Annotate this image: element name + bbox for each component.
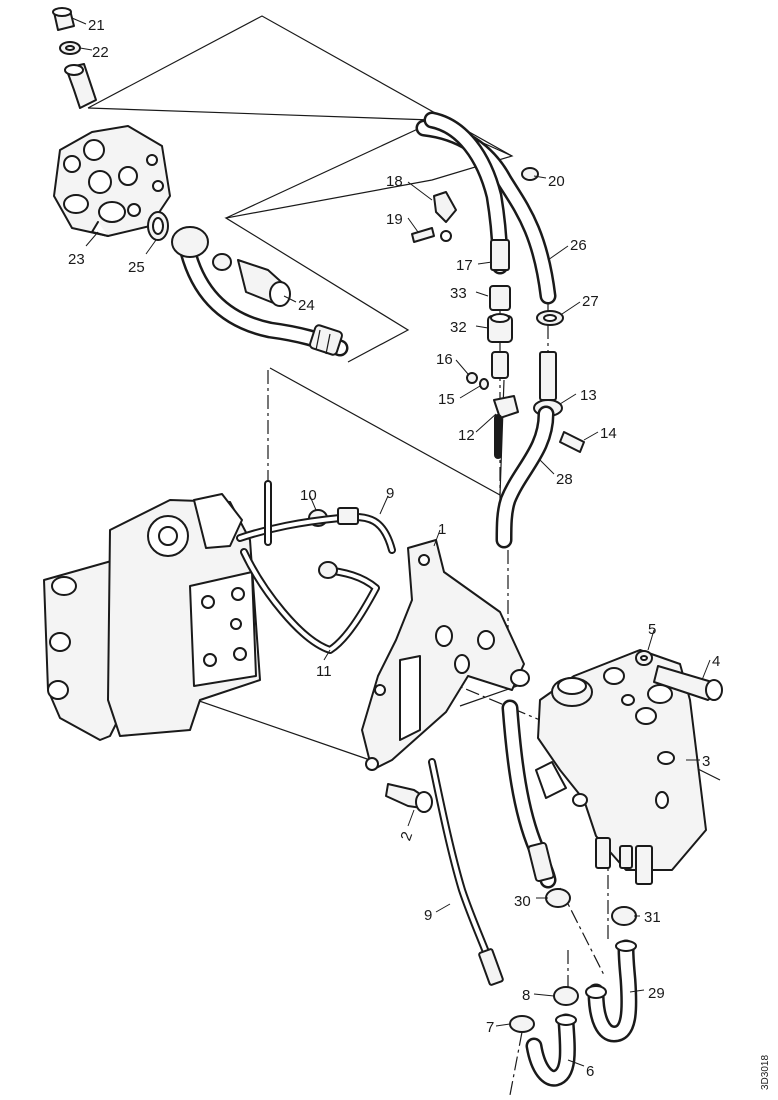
callout-7: 7 <box>486 1019 494 1036</box>
callout-15: 15 <box>438 391 455 408</box>
hose-clamp-part-8 <box>553 986 579 1006</box>
callout-25: 25 <box>128 259 145 276</box>
sleeve-fitting <box>491 351 509 379</box>
callout-1: 1 <box>438 521 446 538</box>
reference-code: 3D3018 <box>760 1055 771 1090</box>
washer-part-15 <box>479 378 489 390</box>
callout-12: 12 <box>458 427 475 444</box>
hose-clamp-part-27 <box>536 310 564 326</box>
bolt-part-2 <box>385 783 433 813</box>
callout-14: 14 <box>600 425 617 442</box>
bolt-part-4 <box>653 665 723 701</box>
nut-part-20 <box>521 167 539 181</box>
clamp-part-18 <box>433 191 457 242</box>
steering-pump-part-23 <box>53 125 171 237</box>
feed-hose <box>501 699 557 889</box>
callout-5: 5 <box>648 621 656 638</box>
callout-16: 16 <box>436 351 453 368</box>
callout-18: 18 <box>386 173 403 190</box>
callout-20: 20 <box>548 173 565 190</box>
adapter-part-33 <box>489 285 511 311</box>
bolt-part-19 <box>411 227 435 243</box>
callout-6: 6 <box>586 1063 594 1080</box>
bolt-part-14 <box>559 431 585 453</box>
bracket-part-1 <box>361 539 530 771</box>
callout-31: 31 <box>644 909 661 926</box>
callout-3: 3 <box>702 753 710 770</box>
hose-clamp-part-7 <box>509 1015 535 1033</box>
return-hose-part-28 <box>495 405 555 549</box>
callout-9-lower: 9 <box>424 907 432 924</box>
valve-housing-part-3 <box>535 649 707 885</box>
callout-29: 29 <box>648 985 665 1002</box>
callout-30: 30 <box>514 893 531 910</box>
callout-32: 32 <box>450 319 467 336</box>
washer-part-5 <box>635 650 653 666</box>
filler-cap-part-21 <box>52 7 75 31</box>
callout-leader-lines <box>71 17 711 1067</box>
fitting-part-12 <box>493 395 519 459</box>
callout-numbers: 21 22 23 25 24 18 19 20 26 17 33 32 27 1… <box>68 17 720 1080</box>
washer-part-22 <box>59 41 81 55</box>
pipe-part-9-lower <box>428 758 504 986</box>
hose-clamp-part-31 <box>611 906 637 926</box>
callout-22: 22 <box>92 44 109 61</box>
callout-24: 24 <box>298 297 315 314</box>
pump-suction-hose <box>171 226 349 357</box>
u-hose-part-29 <box>585 939 638 1043</box>
callout-33: 33 <box>450 285 467 302</box>
callout-28: 28 <box>556 471 573 488</box>
pipe-part-11 <box>240 480 380 654</box>
seal-ring-part-25 <box>147 211 169 241</box>
steering-gear-housing <box>43 493 261 741</box>
elbow-fitting <box>64 63 97 109</box>
callout-17: 17 <box>456 257 473 274</box>
hose-clamp-part-30 <box>545 888 571 908</box>
banjo-part-16 <box>466 372 478 384</box>
callout-9-upper: 9 <box>386 485 394 502</box>
return-pipe-stub <box>539 351 557 401</box>
pressure-hose-part-17 <box>423 111 510 275</box>
callout-21: 21 <box>88 17 105 34</box>
callout-26: 26 <box>570 237 587 254</box>
callout-19: 19 <box>386 211 403 228</box>
callout-4: 4 <box>712 653 720 670</box>
callout-23: 23 <box>68 251 85 268</box>
callout-10: 10 <box>300 487 317 504</box>
callout-8: 8 <box>522 987 530 1004</box>
banjo-bolt-part-24 <box>212 253 291 307</box>
u-hose-part-6 <box>525 1013 577 1087</box>
callout-13: 13 <box>580 387 597 404</box>
callout-27: 27 <box>582 293 599 310</box>
union-part-32 <box>487 313 513 343</box>
callout-11: 11 <box>316 663 332 680</box>
callout-2: 2 <box>397 829 416 843</box>
